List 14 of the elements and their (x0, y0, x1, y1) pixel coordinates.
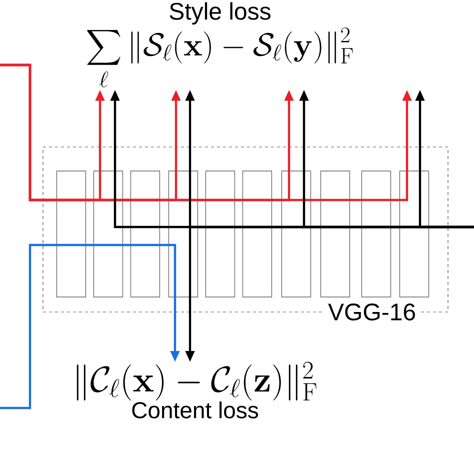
layer-box (205, 170, 236, 298)
layer-box (361, 170, 392, 298)
layer-box (320, 170, 350, 298)
layer-box (168, 170, 198, 298)
layer-box (56, 170, 86, 298)
layer-box (281, 170, 312, 298)
content-loss-formula: $\|\mathcal{C}_\ell(\mathbf{x}) - \mathcal{C}_\ell(\mathbf{z})\|_{\mathrm{F}}^2$ Content loss (76, 362, 316, 418)
layer-box (399, 170, 430, 298)
layer-box (242, 170, 272, 298)
arrow (0, 244, 180, 410)
style-loss-formula: Style loss $\sum_{\ell} \|\mathcal{S}_\ell(\mathbf{x}) - \mathcal{S}_\ell(\mathbf{y})\|_{\mathrm{F}}^2$ (87, 2, 353, 88)
network-box: VGG-16 (42, 146, 448, 324)
layer-box (130, 170, 160, 298)
layer-box (93, 170, 124, 298)
